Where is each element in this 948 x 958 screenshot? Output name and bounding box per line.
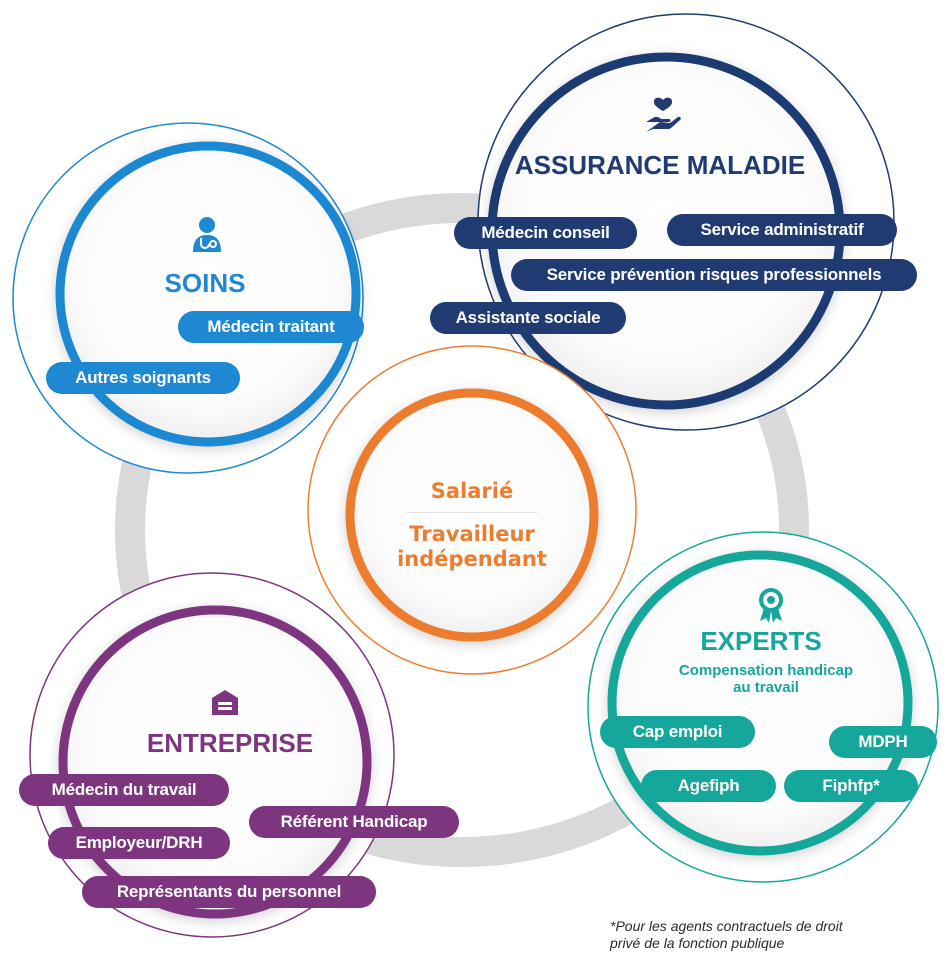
soins-title: SOINS bbox=[164, 268, 246, 298]
experts-subtitle-2: au travail bbox=[733, 679, 799, 696]
connecting-ring bbox=[115, 193, 809, 867]
assurance-title: ASSURANCE MALADIE bbox=[514, 150, 806, 180]
pill-service-prevention: Service prévention risques professionnel… bbox=[511, 259, 917, 291]
pill-mdph: MDPH bbox=[829, 726, 937, 758]
entreprise-title: ENTREPRISE bbox=[146, 728, 314, 758]
award-ribbon-icon bbox=[755, 588, 787, 629]
heart-hand-icon bbox=[643, 96, 683, 141]
center-salarie: Salarié bbox=[430, 479, 514, 503]
footnote-line-2: privé de la fonction publique bbox=[610, 935, 785, 951]
pill-service-administratif: Service administratif bbox=[667, 214, 897, 246]
pill-medecin-du-travail: Médecin du travail bbox=[19, 774, 229, 806]
experts-subtitle-1: Compensation handicap bbox=[678, 662, 854, 679]
doctor-icon bbox=[190, 216, 224, 259]
pill-medecin-traitant: Médecin traitant bbox=[178, 311, 364, 343]
pill-autres-soignants: Autres soignants bbox=[46, 362, 240, 394]
pill-agefiph: Agefiph bbox=[641, 770, 776, 802]
center-divider bbox=[406, 512, 538, 513]
pill-referent-handicap: Référent Handicap bbox=[249, 806, 459, 838]
center-independant: indépendant bbox=[397, 547, 547, 571]
pill-fiphfp: Fiphfp* bbox=[784, 770, 918, 802]
pill-cap-emploi: Cap emploi bbox=[600, 716, 755, 748]
pill-employeur-drh: Employeur/DRH bbox=[48, 827, 230, 859]
pill-assistante-sociale: Assistante sociale bbox=[430, 302, 626, 334]
footnote-line-1: *Pour les agents contractuels de droit bbox=[610, 918, 843, 934]
pill-representants: Représentants du personnel bbox=[82, 876, 376, 908]
center-circle bbox=[307, 345, 637, 675]
building-icon bbox=[210, 688, 240, 721]
center-travailleur: Travailleur bbox=[409, 522, 535, 546]
experts-title: EXPERTS bbox=[700, 626, 822, 656]
experts-circle bbox=[587, 531, 939, 883]
pill-medecin-conseil: Médecin conseil bbox=[454, 217, 637, 249]
